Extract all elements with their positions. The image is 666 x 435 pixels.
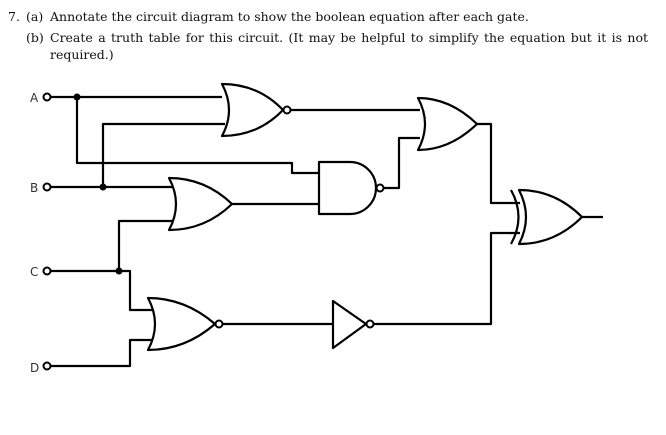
wire-d-to-nor2	[51, 338, 152, 368]
not-gate-bubble	[365, 319, 375, 329]
part-a: (a) Annotate the circuit diagram to show…	[26, 8, 648, 25]
part-b-text: Create a truth table for this circuit. (…	[50, 30, 648, 62]
wire-c-to-nor2	[119, 269, 152, 312]
part-a-label: (a)	[26, 9, 44, 24]
input-label-a: A	[30, 91, 39, 105]
input-label-b: B	[30, 181, 38, 195]
input-terminal-b	[42, 182, 52, 192]
junction-dot-c	[115, 267, 123, 275]
part-b-label: (b)	[26, 30, 44, 45]
question-block: 7. (a) Annotate the circuit diagram to s…	[8, 8, 648, 63]
or-gate-1	[167, 176, 234, 232]
nor-gate-2	[146, 296, 224, 352]
or-gate-2	[416, 96, 479, 152]
xor-gate-extra-curve	[510, 189, 520, 245]
question-number: 7.	[8, 9, 20, 24]
nor-gate-2-bubble	[214, 319, 224, 329]
wire-not-to-xor	[374, 231, 520, 326]
junction-dot-a	[73, 93, 81, 101]
question-parts: (a) Annotate the circuit diagram to show…	[26, 8, 648, 63]
wire-b-to-nor1	[101, 122, 225, 187]
input-terminal-c	[42, 266, 52, 276]
input-label-c: C	[30, 265, 38, 279]
input-terminal-d	[42, 361, 52, 371]
question-row: 7. (a) Annotate the circuit diagram to s…	[8, 8, 648, 63]
wires	[51, 95, 603, 368]
junction-dot-b	[99, 183, 107, 191]
nand-gate-bubble	[375, 183, 385, 193]
xor-gate	[510, 188, 584, 246]
wire-nand-to-or2	[384, 136, 420, 190]
input-terminal-a	[42, 92, 52, 102]
wire-or2-to-xor	[477, 122, 520, 205]
wire-c-to-or1	[51, 219, 172, 273]
nand-gate	[317, 160, 385, 216]
wire-a-to-nand	[75, 97, 322, 175]
nor-gate-1	[220, 82, 292, 138]
part-b: (b) Create a truth table for this circui…	[26, 29, 648, 63]
not-gate	[331, 299, 375, 350]
nor-gate-1-bubble	[282, 105, 292, 115]
input-label-d: D	[30, 361, 39, 375]
part-a-text: Annotate the circuit diagram to show the…	[50, 9, 529, 24]
